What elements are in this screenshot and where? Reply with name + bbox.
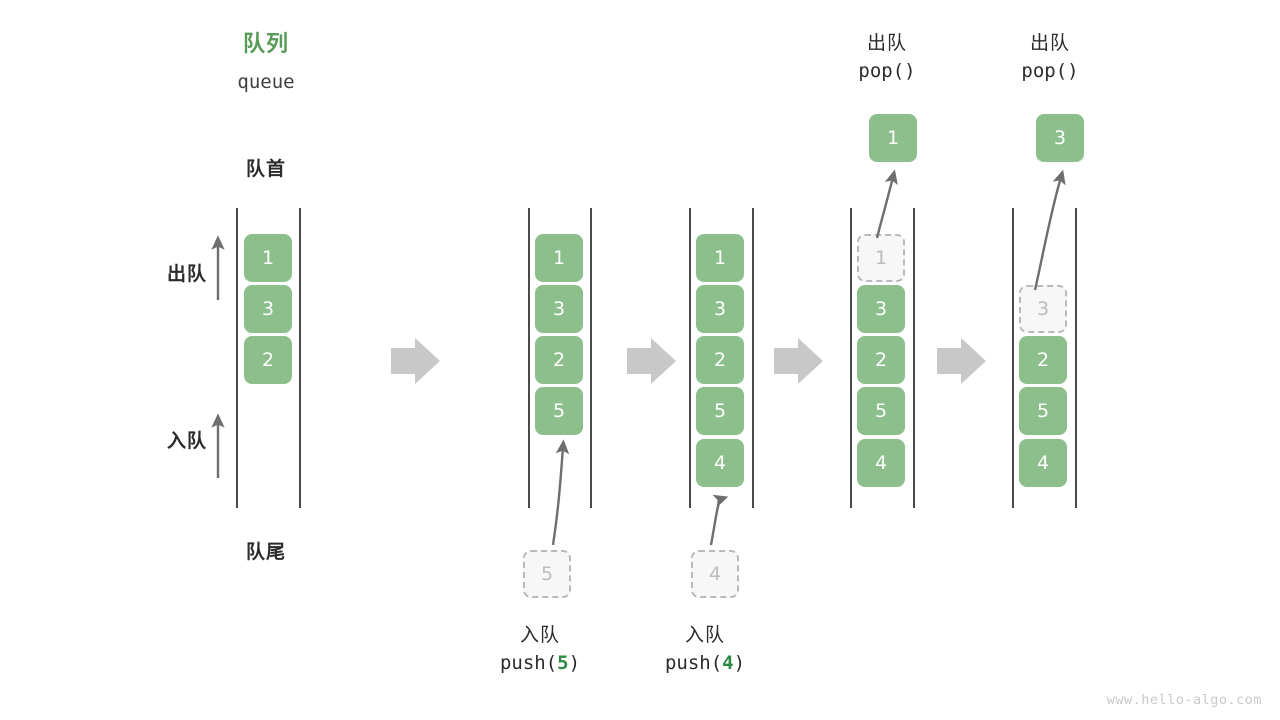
rail-left-col-1 (236, 208, 238, 508)
op-label-pop-1-code: pop() (858, 59, 916, 82)
cell-col3-0: 1 (696, 234, 744, 282)
enqueue-direction-label: 入队 (166, 430, 207, 452)
popped-value-col4: 1 (869, 114, 917, 162)
rail-left-col-2 (528, 208, 530, 508)
dequeue-direction-label: 出队 (166, 263, 207, 285)
op-code-prefix: push( (499, 651, 558, 674)
ghost-cell-push-5: 5 (523, 550, 571, 598)
cell-col4-1: 3 (857, 285, 905, 333)
op-label-push-4: 入队 push(4) (610, 622, 800, 677)
op-label-pop-3-cn: 出队 (1029, 32, 1070, 54)
op-label-pop-1: 出队 pop() (792, 30, 982, 85)
op-label-push-4-code: push(4) (610, 650, 800, 678)
op-label-pop-1-cn: 出队 (866, 32, 907, 54)
cell-col5-3: 4 (1019, 439, 1067, 487)
cell-col1-1: 3 (244, 285, 292, 333)
op-label-push-5-cn: 入队 (519, 624, 560, 646)
cell-col2-0: 1 (535, 234, 583, 282)
cell-col4-4: 4 (857, 439, 905, 487)
cell-col3-3: 5 (696, 387, 744, 435)
rail-right-col-4 (913, 208, 915, 508)
cell-col5-1: 2 (1019, 336, 1067, 384)
step-arrow-2 (627, 338, 676, 384)
step-arrow-4 (937, 338, 986, 384)
diagram-title-cn: 队列 (242, 32, 289, 57)
op-code-suffix: ) (733, 651, 746, 674)
pop-3-motion-arrow-icon (1033, 169, 1066, 291)
popped-value-col5: 3 (1036, 114, 1084, 162)
op-label-push-5-code: push(5) (440, 650, 640, 678)
rail-left-col-4 (850, 208, 852, 508)
watermark: www.hello-algo.com (1106, 692, 1262, 708)
ghost-cell-pop-1: 1 (857, 234, 905, 282)
op-label-pop-3: 出队 pop() (955, 30, 1145, 85)
pop-1-motion-arrow-icon (875, 169, 898, 239)
cell-col2-2: 2 (535, 336, 583, 384)
cell-col1-0: 1 (244, 234, 292, 282)
step-arrow-3 (774, 338, 823, 384)
ghost-cell-push-4: 4 (691, 550, 739, 598)
op-label-push-4-cn: 入队 (684, 624, 725, 646)
rail-right-col-2 (590, 208, 592, 508)
rail-right-col-1 (299, 208, 301, 508)
cell-col3-4: 4 (696, 439, 744, 487)
cell-col3-1: 3 (696, 285, 744, 333)
rail-right-col-5 (1075, 208, 1077, 508)
op-label-pop-3-code: pop() (1021, 59, 1079, 82)
front-label: 队首 (245, 158, 286, 180)
cell-col5-2: 5 (1019, 387, 1067, 435)
rear-label: 队尾 (245, 541, 286, 563)
op-code-arg: 4 (722, 651, 734, 674)
step-arrow-1 (391, 338, 440, 384)
cell-col4-2: 2 (857, 336, 905, 384)
rail-left-col-3 (689, 208, 691, 508)
push-5-motion-arrow-icon (551, 439, 570, 546)
cell-col2-3: 5 (535, 387, 583, 435)
op-code-prefix: push( (664, 651, 723, 674)
push-4-motion-arrow-icon (709, 494, 729, 546)
op-label-push-5: 入队 push(5) (440, 622, 640, 677)
rail-left-col-5 (1012, 208, 1014, 508)
cell-col3-2: 2 (696, 336, 744, 384)
op-code-arg: 5 (557, 651, 569, 674)
diagram-title-en: queue (237, 71, 295, 93)
cell-col1-2: 2 (244, 336, 292, 384)
rail-right-col-3 (752, 208, 754, 508)
ghost-cell-pop-3: 3 (1019, 285, 1067, 333)
cell-col4-3: 5 (857, 387, 905, 435)
cell-col2-1: 3 (535, 285, 583, 333)
op-code-suffix: ) (568, 651, 581, 674)
